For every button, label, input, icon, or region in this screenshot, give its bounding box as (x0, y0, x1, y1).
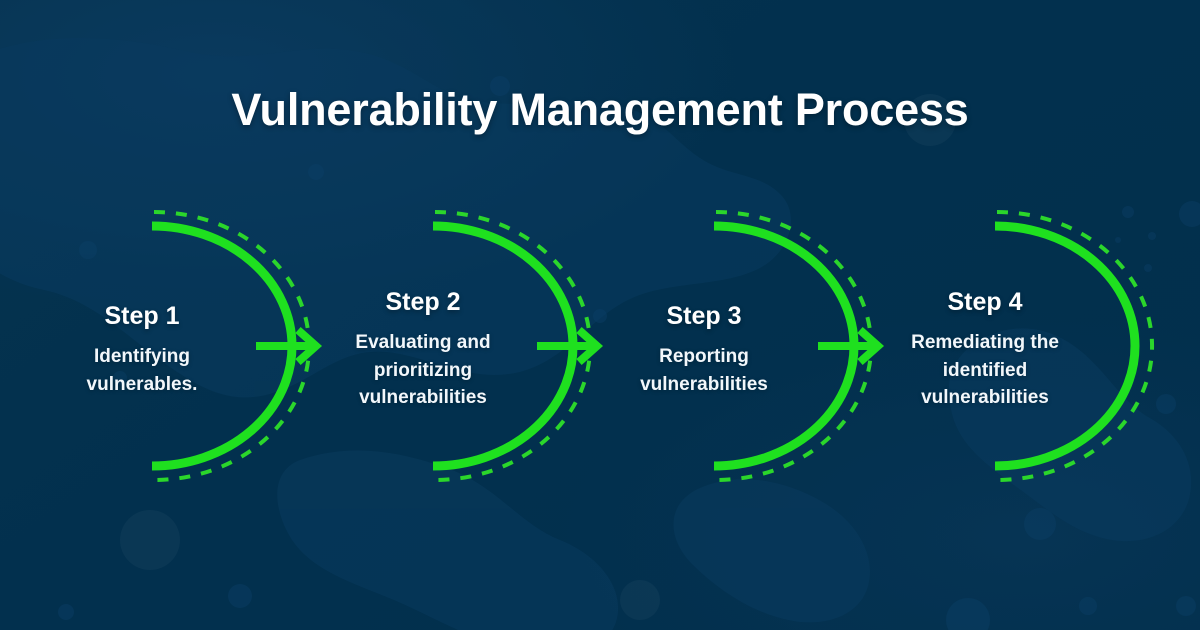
arrow-head-icon (295, 327, 323, 365)
step-3-text-block: Step 3 Reporting vulnerabilities (604, 200, 804, 500)
process-step-2: Step 2 Evaluating and prioritizing vulne… (323, 200, 613, 500)
step-1-description: Identifying vulnerables. (86, 345, 198, 395)
step-4-description: Remediating the identified vulnerabiliti… (911, 331, 1059, 409)
step-3-description: Reporting vulnerabilities (640, 345, 768, 395)
arrow-head-icon (857, 327, 885, 365)
step-4-text-block: Step 4 Remediating the identified vulner… (885, 200, 1085, 500)
arrow-head-icon (576, 327, 604, 365)
step-1-text-block: Step 1 Identifying vulnerables. (42, 200, 242, 500)
process-steps: Step 1 Identifying vulnerables. Step 2 E… (0, 200, 1200, 500)
step-2-text-block: Step 2 Evaluating and prioritizing vulne… (323, 200, 523, 500)
process-step-4: Step 4 Remediating the identified vulner… (885, 200, 1175, 500)
step-2-label: Step 2 (385, 287, 461, 316)
process-step-3: Step 3 Reporting vulnerabilities (604, 200, 894, 500)
step-3-label: Step 3 (666, 301, 742, 330)
step-2-description: Evaluating and prioritizing vulnerabilit… (355, 331, 491, 409)
solid-arc-icon (994, 221, 1140, 471)
step-3-arc-graphic (713, 210, 885, 482)
step-1-label: Step 1 (104, 301, 180, 330)
step-2-arc-graphic (432, 210, 604, 482)
step-4-arc-graphic (994, 210, 1154, 482)
step-1-arc-graphic (151, 210, 323, 482)
step-4-label: Step 4 (947, 287, 1023, 316)
process-step-1: Step 1 Identifying vulnerables. (42, 200, 332, 500)
dashed-arc-icon (996, 210, 1154, 482)
page-title: Vulnerability Management Process (231, 84, 969, 135)
